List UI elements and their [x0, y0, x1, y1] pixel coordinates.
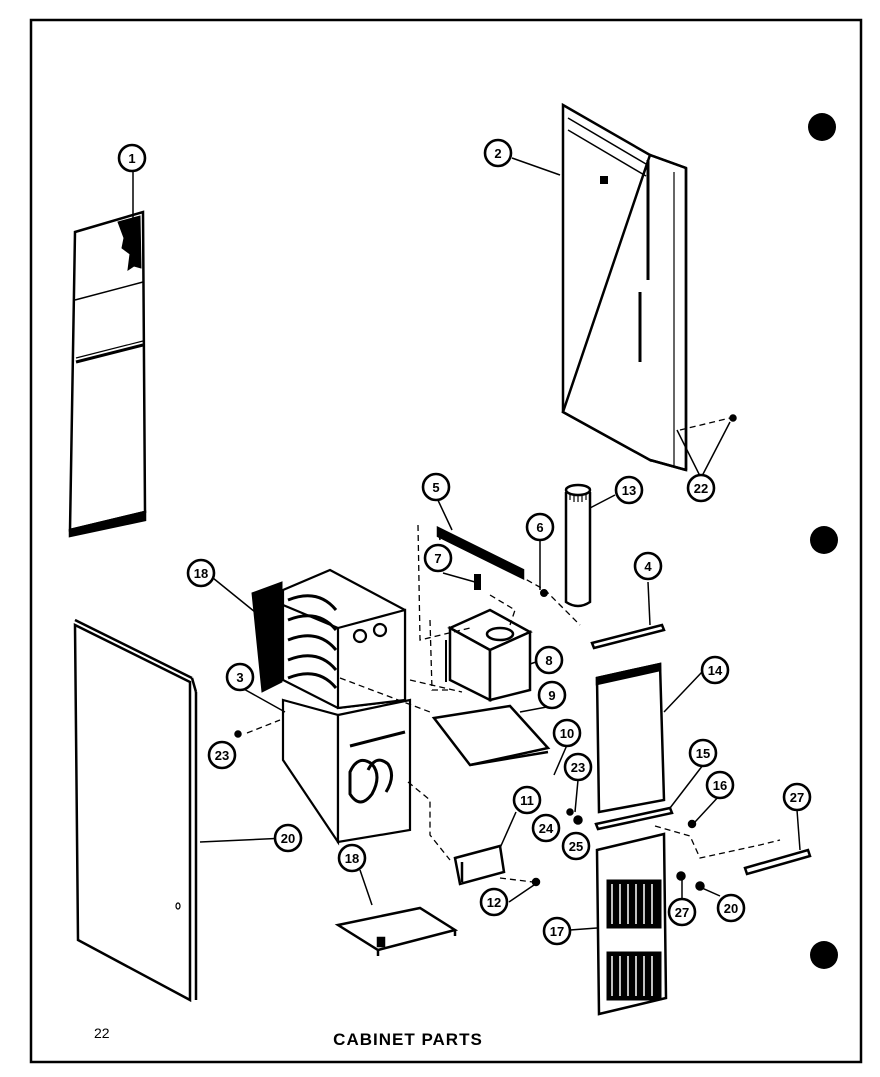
page-number: 22 — [94, 1025, 110, 1041]
callout-15: 15 — [688, 738, 718, 768]
callout-label: 13 — [622, 483, 636, 498]
part-14-filter — [595, 662, 666, 814]
callout-label: 23 — [571, 760, 585, 775]
part-2-rear-panel — [561, 102, 688, 472]
callout-7: 7 — [423, 543, 453, 573]
leader-lines — [132, 157, 801, 931]
callout-22: 22 — [686, 473, 716, 503]
callout-5: 5 — [421, 472, 451, 502]
callout-label: 3 — [236, 670, 243, 685]
callout-label: 10 — [560, 726, 574, 741]
part-9-shelf — [431, 704, 551, 767]
callout-label: 27 — [675, 905, 689, 920]
callout-8: 8 — [534, 645, 564, 675]
callout-label: 6 — [536, 520, 543, 535]
callout-label: 18 — [345, 851, 359, 866]
callout-label: 22 — [694, 481, 708, 496]
part-8-blower-box — [445, 608, 533, 703]
callout-4: 4 — [633, 551, 663, 581]
callout-23-right: 20 — [716, 893, 746, 923]
callout-label: 8 — [545, 653, 552, 668]
callout-9: 9 — [537, 680, 567, 710]
callout-23-mid: 23 — [563, 752, 593, 782]
callout-label: 7 — [434, 551, 441, 566]
fasteners — [234, 414, 737, 891]
callout-11: 11 — [512, 785, 542, 815]
callout-14: 14 — [700, 655, 730, 685]
callout-18-upper: 18 — [186, 558, 216, 588]
callout-6: 6 — [525, 512, 555, 542]
part-20-door-panel — [73, 618, 198, 1003]
assembly-dashed-lines — [246, 417, 781, 883]
part-3-heat-exchanger — [251, 568, 412, 846]
binder-hole-middle — [810, 526, 838, 554]
callout-23-left: 23 — [207, 740, 237, 770]
callout-label: 14 — [708, 663, 723, 678]
callout-label: 9 — [548, 688, 555, 703]
page-border — [29, 18, 863, 1064]
callout-27-lower: 27 — [667, 897, 697, 927]
callout-27-upper: 27 — [782, 782, 812, 812]
part-27-rod — [743, 848, 812, 876]
page-title: CABINET PARTS — [333, 1030, 483, 1049]
callout-10: 10 — [552, 718, 582, 748]
callout-label: 1 — [128, 151, 135, 166]
callout-18-lower: 18 — [337, 843, 367, 873]
callout-label: 24 — [539, 821, 554, 836]
part-4-rod — [590, 623, 666, 650]
part-17-grille-door — [595, 832, 668, 1016]
part-1-filter-panel — [68, 210, 147, 538]
callout-label: 18 — [194, 566, 208, 581]
callout-label: 12 — [487, 895, 501, 910]
binder-hole-bottom — [810, 941, 838, 969]
part-18-base-pan — [334, 906, 459, 956]
callout-label: 17 — [550, 924, 564, 939]
callout-label: 20 — [724, 901, 738, 916]
callout-label: 15 — [696, 746, 710, 761]
callout-label: 16 — [713, 778, 727, 793]
callout-12: 12 — [479, 887, 509, 917]
callout-17: 17 — [542, 916, 572, 946]
callout-1: 1 — [117, 143, 147, 173]
callout-label: 20 — [281, 831, 295, 846]
callout-label: 11 — [520, 793, 534, 808]
callout-13: 13 — [614, 475, 644, 505]
part-15-bar — [594, 806, 697, 831]
callout-label: 5 — [432, 480, 439, 495]
callout-label: 27 — [790, 790, 804, 805]
callout-3: 3 — [225, 662, 255, 692]
callout-label: 4 — [644, 559, 652, 574]
callout-label: 2 — [494, 146, 501, 161]
callout-2: 2 — [483, 138, 513, 168]
binder-hole-top — [808, 113, 836, 141]
callout-16: 16 — [705, 770, 735, 800]
part-13-vent-pipe — [564, 483, 592, 608]
callout-24: 24 — [531, 813, 561, 843]
part-11-bracket — [453, 844, 541, 887]
callout-25: 25 — [561, 831, 591, 861]
callout-label: 23 — [215, 748, 229, 763]
callout-20-door: 20 — [273, 823, 303, 853]
callout-label: 25 — [569, 839, 583, 854]
